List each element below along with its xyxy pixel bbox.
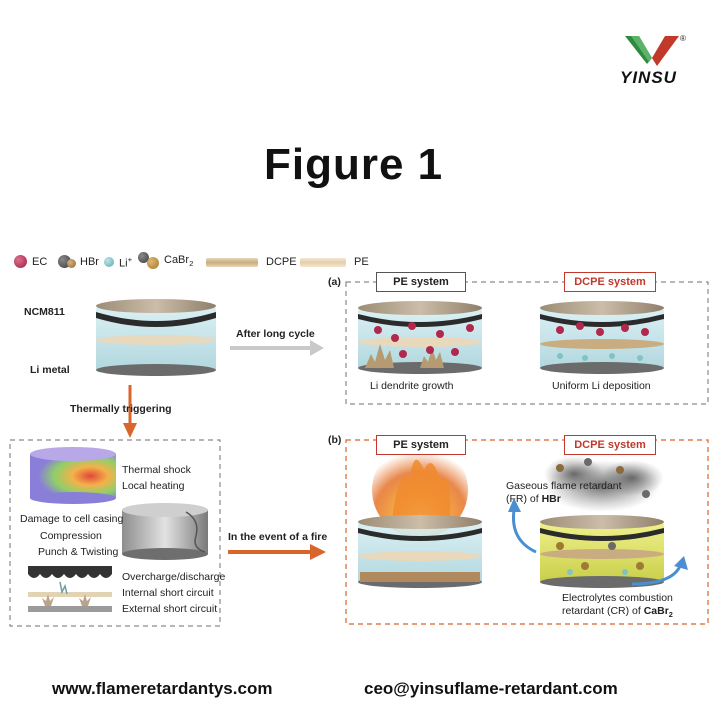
damaged-cell-image [122,503,208,560]
curved-arrow-right-head-icon [674,556,688,570]
legend-hbr-label: HBr [80,255,99,268]
legend-pe: PE [300,256,369,268]
panel-b-pe-cell [358,442,482,588]
short-circuit-image [28,566,112,612]
page-title: Figure 1 [264,140,444,189]
hbr-dot-icon [58,255,76,268]
damage-label: Damage to cell casing [20,513,124,525]
internal-short-label: Internal short circuit [122,587,214,599]
legend-li-label: Li+ [119,255,133,270]
arrow-after-long-cycle [230,340,324,356]
panel-a-pe-cell [358,301,482,374]
pe-bar-icon [300,257,346,267]
panel-b-box [345,439,709,625]
cabr-dot-icon [138,252,160,270]
panel-b-dcpe-system-box: DCPE system [564,435,656,455]
panel-a-pe-system-box: PE system [376,272,466,292]
legend-dcpe-label: DCPE [266,256,297,268]
li-dot-icon [104,257,114,268]
ec-dot-icon [14,255,27,268]
legend-cabr: CaBr2 [138,252,193,270]
electrolytes-cr-label: Electrolytes combustion retardant (CR) o… [562,592,673,620]
panel-b-dcpe-cell [540,456,664,588]
legend-ec: EC [14,255,47,268]
logo-text: YINSU [620,68,677,87]
local-heating-label: Local heating [122,480,185,492]
curved-arrow-right-icon [631,565,682,586]
ncm811-label: NCM811 [24,306,65,318]
panel-a-dcpe-cell [540,301,664,374]
gaseous-fr-label: Gaseous flame retardant (FR) of HBr [506,480,622,505]
thermal-shock-label: Thermal shock [122,464,191,476]
yinsu-logo-icon [625,36,679,66]
footer-website-link[interactable]: www.flameretardantys.com [52,679,273,698]
legend-pe-label: PE [354,256,369,268]
main-cell [96,299,216,376]
legend-li: Li+ [104,255,132,270]
uniform-deposition-label: Uniform Li deposition [552,380,651,392]
panel-b-pe-system-box: PE system [376,435,466,455]
legend-dcpe: DCPE [206,256,297,268]
logo: ® YINSU [612,28,692,88]
dendrite-growth-label: Li dendrite growth [370,380,454,392]
external-short-label: External short circuit [122,603,218,615]
after-long-cycle-label: After long cycle [236,328,315,340]
punch-label: Punch & Twisting [38,546,119,558]
curved-arrow-up-head-icon [508,498,521,512]
panel-a-dcpe-system-box: DCPE system [564,272,656,292]
legend-ec-label: EC [32,255,48,268]
registered-mark: ® [680,34,686,43]
curved-arrow-up-icon [511,509,537,554]
compression-label: Compression [40,530,102,542]
panel-a-box [345,281,709,405]
li-metal-label: Li metal [30,364,70,376]
panel-a-label: (a) [328,276,341,288]
legend-cabr-label: CaBr2 [164,253,194,269]
footer-email-link[interactable]: ceo@yinsuflame-retardant.com [364,679,618,698]
thermal-cell-image [30,447,116,504]
overcharge-label: Overcharge/discharge [122,571,226,583]
legend-hbr: HBr [58,255,99,268]
arrow-thermally-triggering [123,385,137,438]
arrow-in-event-of-fire [228,544,326,560]
dcpe-bar-icon [206,257,258,267]
panel-b-label: (b) [328,434,342,446]
thermally-triggering-label: Thermally triggering [70,403,172,415]
in-event-of-fire-label: In the event of a fire [228,531,328,543]
